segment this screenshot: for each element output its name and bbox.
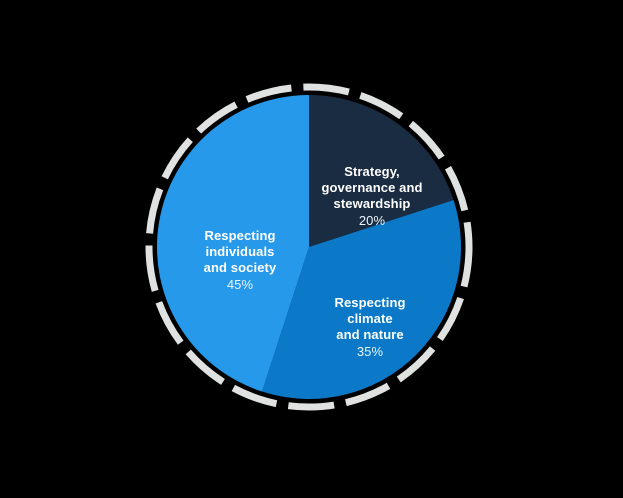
outer-annotation-bottom bbox=[268, 418, 372, 457]
pie-slice-climate[interactable] bbox=[262, 200, 461, 399]
pie-slice-strategy[interactable] bbox=[309, 95, 454, 247]
outer-ring-decoration bbox=[145, 83, 473, 411]
outer-annotation-top-left bbox=[120, 111, 200, 150]
outer-annotation-right bbox=[460, 318, 556, 357]
outer-ring-arc bbox=[145, 83, 473, 411]
outer-annotation-left bbox=[84, 336, 176, 375]
pie-slice-individuals[interactable] bbox=[157, 95, 309, 392]
